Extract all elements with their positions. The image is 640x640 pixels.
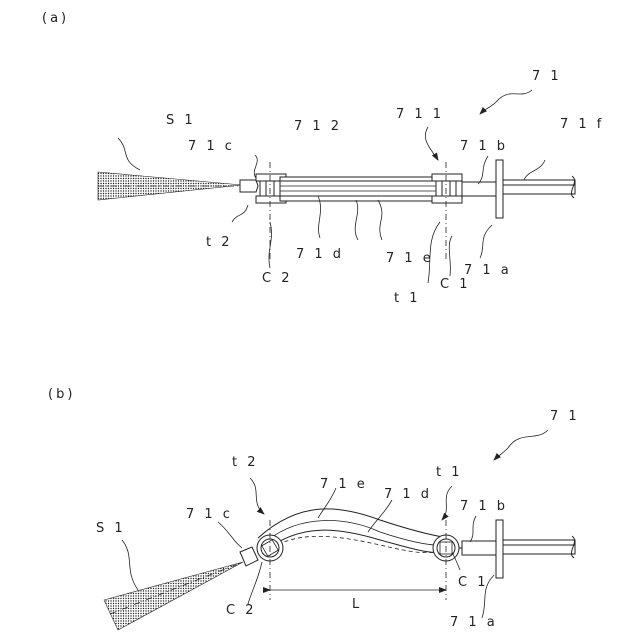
label-71a-b: 7 1 a	[450, 615, 498, 630]
label-71c-a: 7 1 c	[188, 139, 235, 154]
label-L-b: L	[352, 597, 362, 612]
label-71d-b: 7 1 d	[384, 487, 432, 502]
label-c2-a: C 2	[262, 271, 292, 286]
label-t1-a: t 1	[394, 291, 421, 306]
label-71-b: 7 1	[550, 409, 580, 424]
label-71b-b: 7 1 b	[460, 499, 508, 514]
label-71e-a: 7 1 e	[386, 251, 434, 266]
label-s1-a: S 1	[166, 113, 196, 128]
label-71a-a: 7 1 a	[464, 263, 512, 278]
spray-s1-b	[104, 562, 243, 630]
panel-a-title: (a)	[42, 11, 69, 26]
panel-b: (b)	[48, 387, 580, 630]
plate-71a-b	[496, 520, 503, 578]
label-c1-b: C 1	[458, 575, 488, 590]
nozzle-tip-71c-b	[240, 547, 258, 566]
label-c1-a: C 1	[440, 277, 470, 292]
label-71b-a: 7 1 b	[460, 139, 508, 154]
label-t2-b: t 2	[232, 455, 259, 470]
label-t1-b: t 1	[436, 465, 463, 480]
label-71d-a: 7 1 d	[296, 247, 344, 262]
label-711-a: 7 1 1	[396, 107, 444, 122]
plate-71a-a	[496, 160, 503, 218]
panel-a: (a)	[42, 11, 604, 306]
label-s1-b: S 1	[96, 521, 126, 536]
label-71f-a: 7 1 f	[560, 117, 604, 132]
label-71c-b: 7 1 c	[186, 507, 233, 522]
label-712-a: 7 1 2	[294, 119, 342, 134]
label-71e-b: 7 1 e	[320, 477, 368, 492]
label-c2-b: C 2	[226, 603, 256, 618]
label-71-a: 7 1	[532, 69, 562, 84]
panel-b-title: (b)	[48, 387, 75, 402]
nozzle-tip-71c-a	[240, 180, 258, 192]
label-t2-a: t 2	[206, 235, 233, 250]
